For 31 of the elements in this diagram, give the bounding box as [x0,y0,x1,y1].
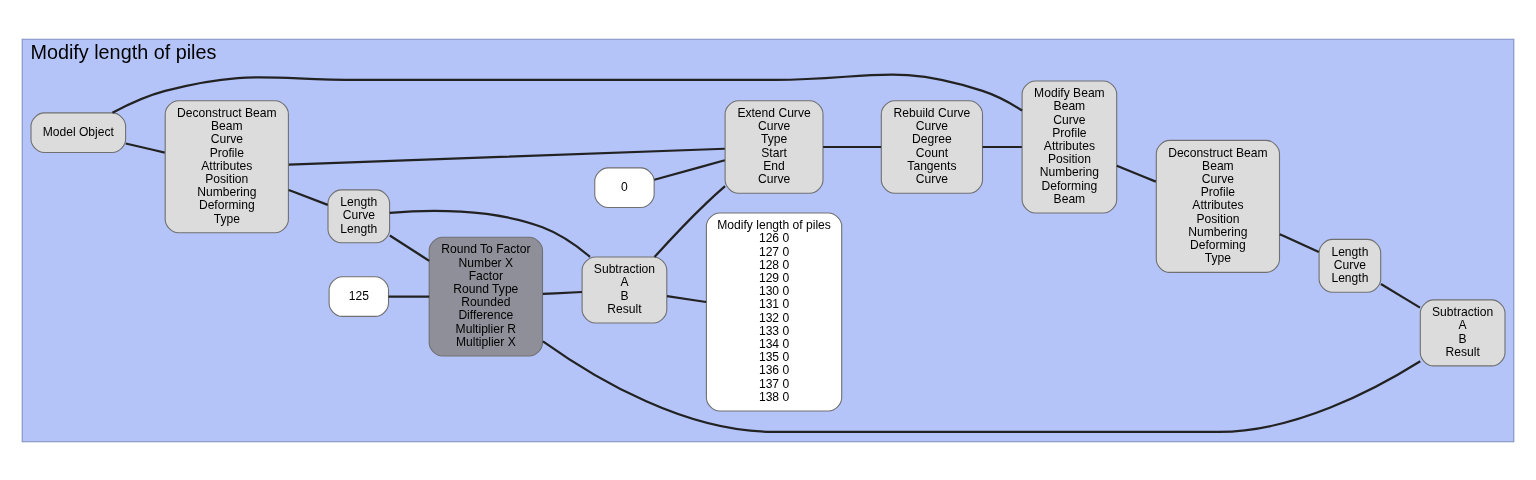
connector [288,147,725,166]
connector [982,145,1022,148]
node-box: Modify Beam Beam Curve Profile Attributes Position Numbering Deforming Beam [1021,79,1118,214]
connector [288,188,329,206]
connector [111,73,1023,114]
connector [125,141,165,154]
connector [389,234,430,262]
node-box: Length Curve Length [327,188,391,243]
connector [388,295,430,298]
node-box: 125 [328,275,390,317]
node-box: 0 [594,166,655,208]
connector [666,294,707,303]
connector [653,184,726,258]
node-box: Deconstruct Beam Beam Curve Profile Attributes Position Numbering Deforming Type [1155,139,1281,273]
connector [654,158,726,181]
node-box: Deconstruct Beam Beam Curve Profile Attributes Position Numbering Deforming Type [164,99,289,233]
node-box: Subtraction A B Result [581,255,668,324]
node-box: Model Object [30,111,127,153]
connector [1279,232,1320,253]
node-box: Rebuild Curve Curve Degree Count Tangents Curve [880,99,984,194]
node-box: Round To Factor Number X Factor Round Type Rounded Difference Multiplier R Multiplier X [428,236,544,357]
connector [1380,282,1421,309]
connector [389,209,591,258]
connector [542,290,583,295]
node-box: Subtraction A B Result [1419,298,1506,366]
node-box: Extend Curve Curve Type Start End Curve [724,99,824,194]
connector [823,145,882,148]
node-box: Length Curve Length [1318,238,1382,293]
connector [542,339,1421,433]
connector [1116,164,1157,183]
node-box: Modify length of piles 126 0 127 0 128 0 129 0 130 0 131 0 132 0 133 0 134 0 135 0 136 0 137 0 138 0 [705,211,843,412]
